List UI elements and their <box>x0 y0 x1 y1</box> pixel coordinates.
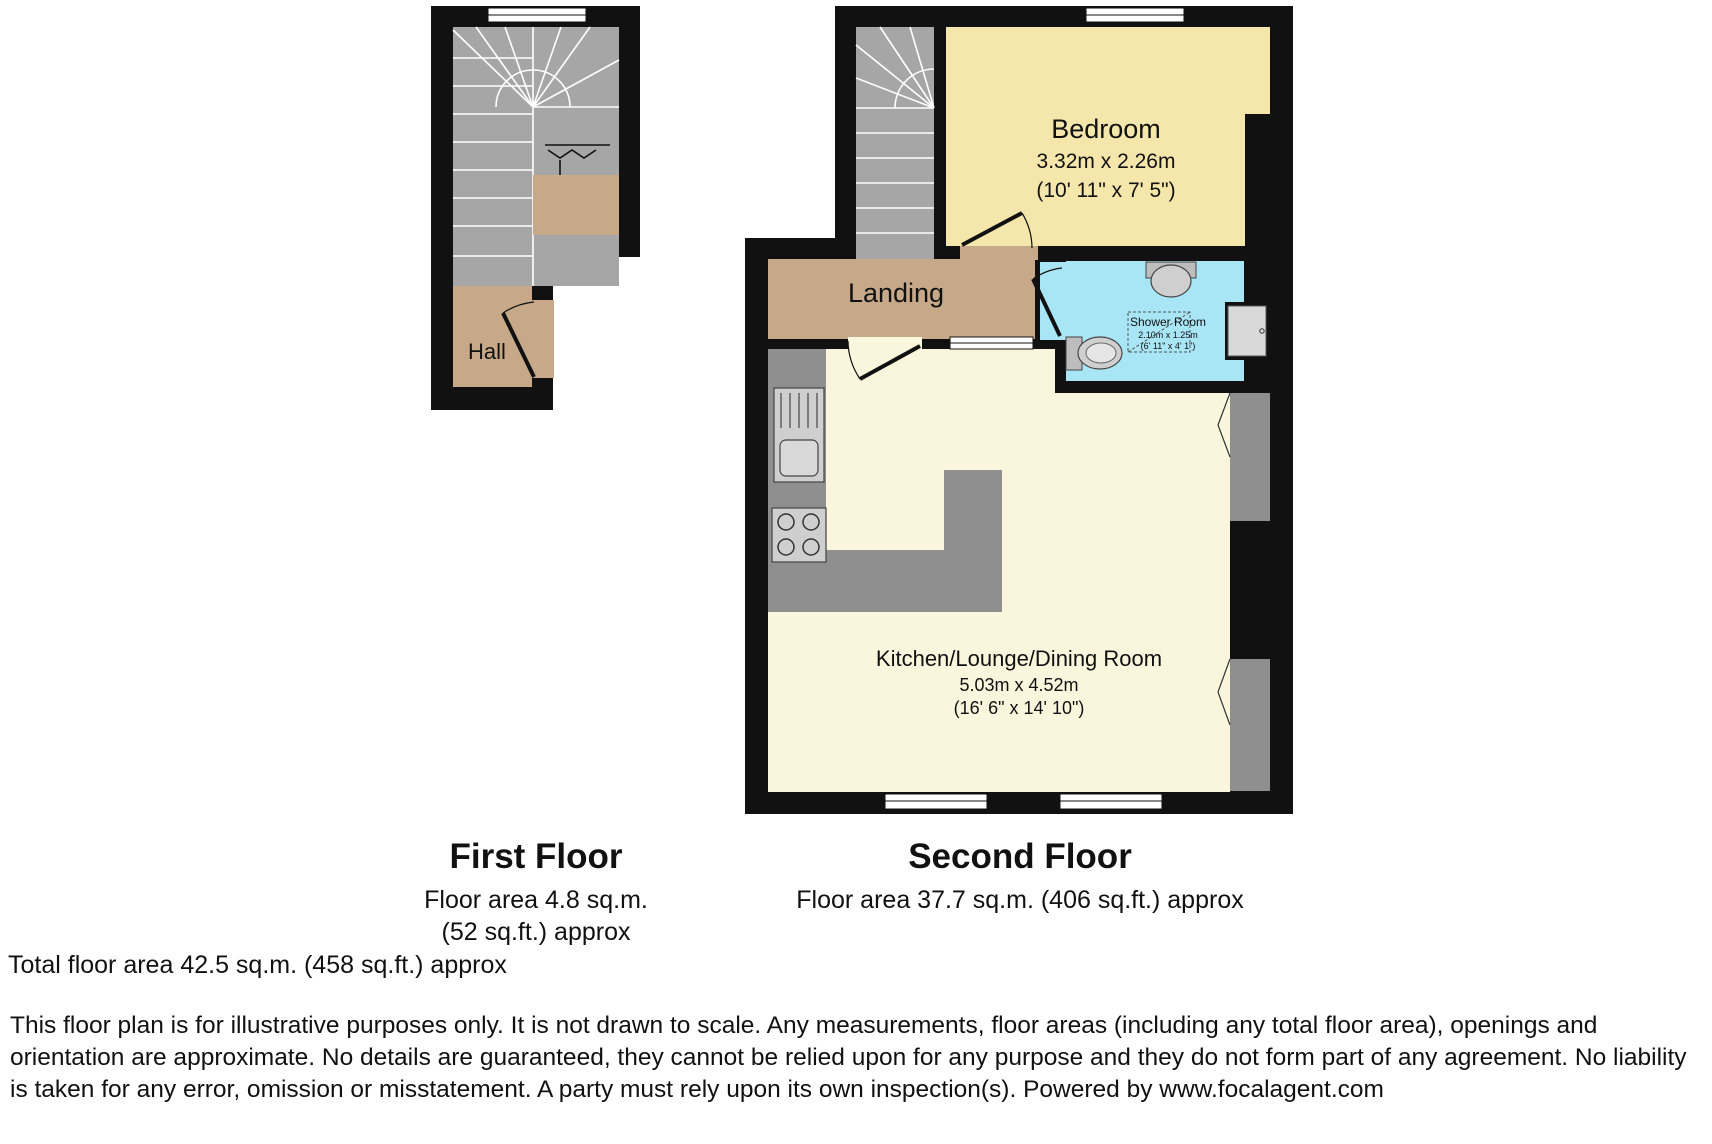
first-floor-title: First Floor <box>449 837 623 876</box>
shower-tray-icon <box>1225 302 1271 360</box>
landing-label: Landing <box>848 278 944 308</box>
first-floor-area: Floor area 4.8 sq.m. (52 sq.ft.) approx <box>336 884 736 948</box>
shower-room-label: Shower Room <box>1130 315 1206 329</box>
bedroom-door <box>960 211 1038 260</box>
bedroom-window <box>1085 7 1185 23</box>
second-floor-area: Floor area 37.7 sq.m. (406 sq.ft.) appro… <box>796 886 1244 914</box>
bedroom-imperial: (10' 11" x 7' 5") <box>1036 179 1175 202</box>
living-room-imperial: (16' 6" x 14' 10") <box>954 698 1085 718</box>
first-floor-plan <box>431 6 640 410</box>
shower-label-box <box>1127 311 1191 353</box>
first-floor-stairs <box>453 27 619 286</box>
bedroom-metric: 3.32m x 2.26m <box>1037 150 1176 173</box>
right-wall-doors-upper <box>1217 392 1270 521</box>
living-room-label: Kitchen/Lounge/Dining Room <box>876 646 1162 671</box>
shower-room-door <box>1031 262 1066 340</box>
first-floor-area-line2: (52 sq.ft.) approx <box>441 918 631 946</box>
landing-internal-window <box>949 336 1034 350</box>
second-floor-stairs <box>856 27 934 259</box>
second-floor-title: Second Floor <box>908 837 1132 876</box>
second-floor-plan <box>745 6 1293 814</box>
bedroom-label: Bedroom <box>1051 114 1161 144</box>
living-room-metric: 5.03m x 4.52m <box>959 675 1078 695</box>
landing-floor <box>768 259 1035 339</box>
hall-label: Hall <box>468 339 506 364</box>
first-floor-landing-floor <box>533 175 619 235</box>
basin-icon <box>1145 261 1197 298</box>
first-floor-window <box>487 7 587 23</box>
first-floor-stair-treads <box>452 26 620 286</box>
hall-floor <box>453 286 532 387</box>
bedroom-floor <box>946 27 1270 246</box>
hall-door <box>501 300 554 378</box>
total-floor-area: Total floor area 42.5 sq.m. (458 sq.ft.)… <box>8 951 507 979</box>
hob-icon <box>771 507 827 563</box>
shower-room-imperial: (6' 11" x 4' 1") <box>1141 341 1196 351</box>
living-room-window-left <box>884 793 988 810</box>
right-wall-doors-lower <box>1217 658 1270 791</box>
living-room-window-right <box>1059 793 1163 810</box>
sink-icon <box>773 387 825 483</box>
second-floor-stair-treads <box>855 26 935 234</box>
shower-room-metric: 2.10m x 1.25m <box>1138 330 1198 340</box>
stair-arrow <box>545 144 610 175</box>
landing-door <box>847 337 922 381</box>
first-floor-area-line1: Floor area 4.8 sq.m. <box>424 886 648 914</box>
disclaimer-text: This floor plan is for illustrative purp… <box>10 1012 1687 1103</box>
toilet-icon <box>1065 336 1123 371</box>
